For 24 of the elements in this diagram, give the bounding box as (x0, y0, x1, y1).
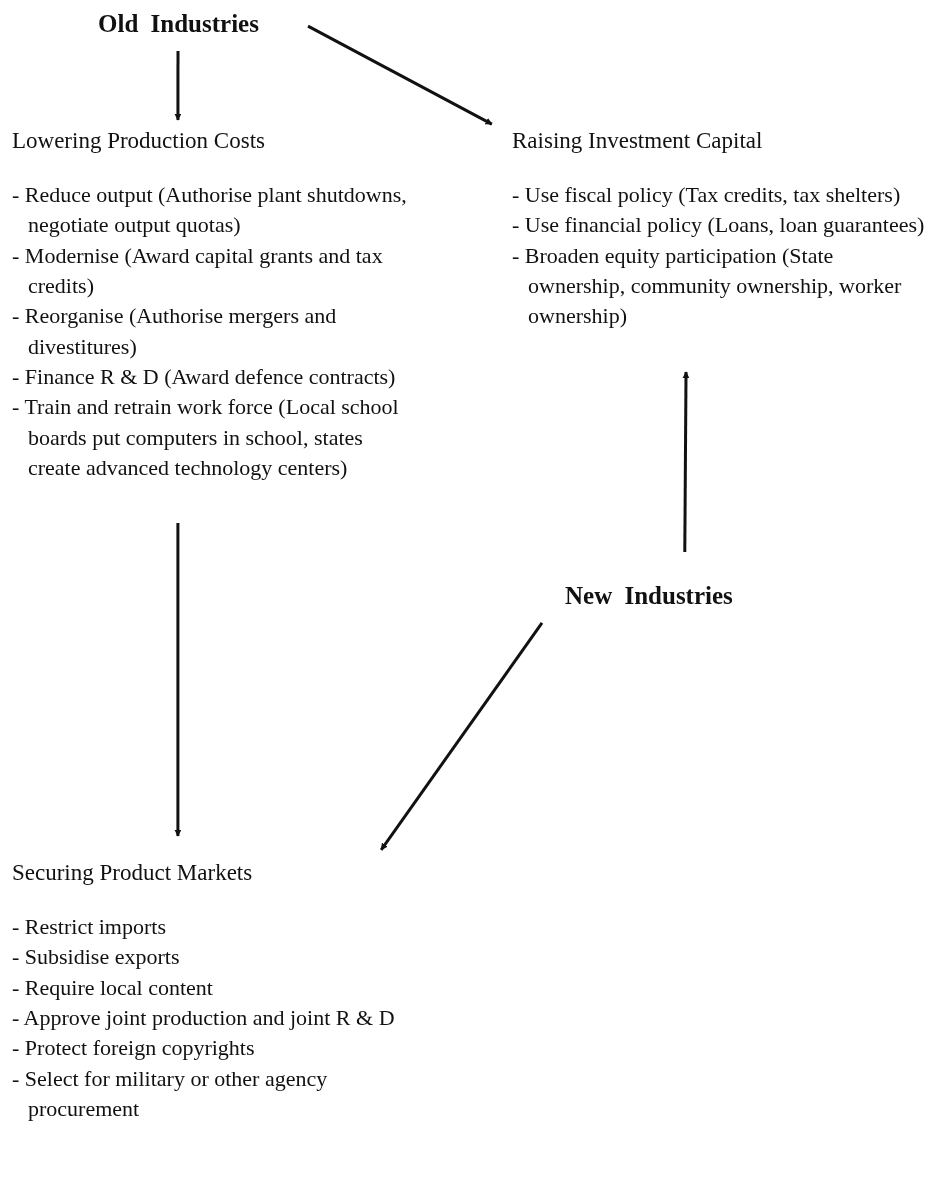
list-item: - Require local content (12, 973, 214, 1002)
arrow (379, 622, 544, 851)
arrow (174, 523, 182, 837)
arrow (307, 24, 493, 126)
heading-text: Securing Product Markets (12, 859, 254, 887)
list-item: - Finance R & D (Award defence contracts) (12, 363, 397, 392)
list-item: - Reorganise (Authorise mergers and divestitures) (12, 302, 338, 361)
heading-text: New Industries (565, 581, 734, 611)
list-item: - Modernise (Award capital grants and tax credits) (12, 241, 384, 300)
list-item: - Subsidise exports (12, 943, 181, 972)
heading-text: Raising Investment Capital (512, 127, 764, 155)
list-item: - Train and retrain work force (Local school boards put computers in school, states create advanced technology centers) (12, 393, 400, 483)
list-item: - Approve joint production and joint R & D (12, 1003, 396, 1032)
list-item: - Protect foreign copyrights (12, 1034, 256, 1063)
list-item: - Select for military or other agency procurement (12, 1064, 329, 1124)
list-item: - Reduce output (Authorise plant shutdowns, negotiate output quotas) (12, 180, 407, 240)
list-item: - Restrict imports (12, 912, 167, 941)
list-item: - Use financial policy (Loans, loan guarantees) (512, 211, 926, 240)
arrow (682, 371, 690, 552)
list-item: - Broaden equity participation (State ownership, community ownership, worker ownership) (512, 241, 903, 331)
heading-text: Old Industries (98, 9, 260, 39)
heading-text: Lowering Production Costs (12, 127, 266, 155)
list-item: - Use fiscal policy (Tax credits, tax shelters) (512, 180, 902, 209)
arrow (174, 51, 182, 121)
